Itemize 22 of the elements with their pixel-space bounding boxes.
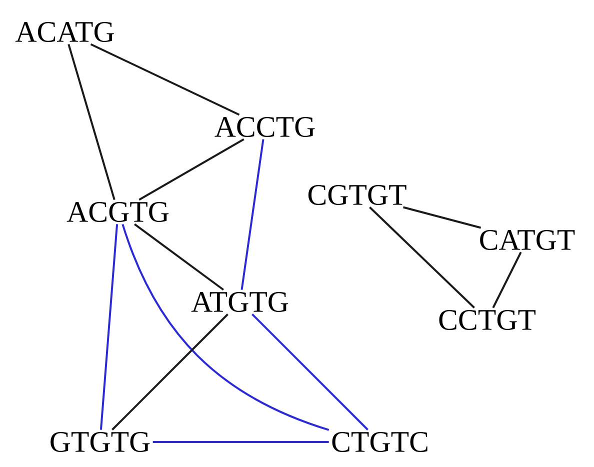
connector-line [240,139,264,290]
sequence-label: GTGTG [50,432,150,452]
connector-line [403,206,482,229]
connector-line [252,314,368,430]
connector-line [152,441,329,443]
sequence-label: CATGT [480,230,575,250]
connector-line [100,224,118,430]
connector-line [122,224,330,431]
sequence-label: CTGTC [332,432,428,452]
connector-line [138,138,244,201]
connector-line [492,252,522,308]
connector-line [134,223,224,291]
connector-line [369,206,475,308]
sequence-label: CGTGT [308,184,406,206]
sequence-label: ATGTG [191,292,288,312]
sequence-label: CCTGT [439,310,536,330]
sequence-label: ACATG [16,22,114,42]
connector-line [112,314,228,430]
connector-line [90,43,240,116]
connector-line [68,44,116,200]
sequence-label: ACGTG [66,202,169,222]
sequence-label: ACCTG [214,116,315,138]
